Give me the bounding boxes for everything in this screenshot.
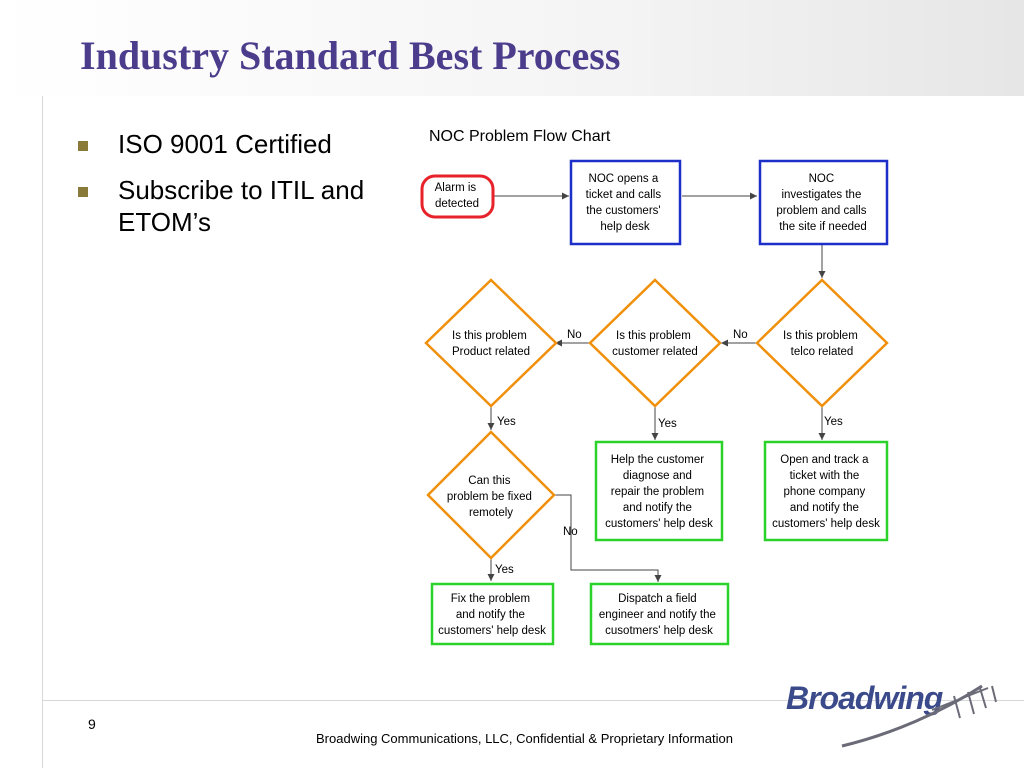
fix-problem-box bbox=[430, 582, 555, 646]
footer-text: Broadwing Communications, LLC, Confident… bbox=[316, 731, 733, 746]
open-track-label: Open and track a ticket with the phone c… bbox=[772, 454, 880, 530]
footer-divider bbox=[42, 700, 1024, 701]
edge-label-product-yes: Yes bbox=[497, 416, 516, 428]
q-product-label: Is this problem Product related bbox=[452, 330, 530, 358]
noc-opens-label: NOC opens a ticket and calls the custome… bbox=[586, 173, 665, 233]
q-customer-label: Is this problem customer related bbox=[612, 330, 698, 358]
decision-customer-related bbox=[588, 278, 722, 408]
broadwing-logo: Broadwing bbox=[782, 672, 1002, 756]
bullet-text: Subscribe to ITIL and ETOM’s bbox=[118, 175, 365, 237]
edge-label-remote-no: No bbox=[563, 526, 578, 538]
node-labels: Alarm is detected NOC opens a ticket and… bbox=[435, 173, 880, 637]
help-customer-label: Help the customer diagnose and repair th… bbox=[605, 454, 713, 530]
slide-title: Industry Standard Best Process bbox=[80, 33, 621, 78]
bullet-list: ISO 9001 Certified Subscribe to ITIL and… bbox=[76, 128, 406, 252]
header-band bbox=[0, 0, 1024, 96]
logo-wordmark: Broadwing bbox=[786, 680, 943, 716]
bullet-item: Subscribe to ITIL and ETOM’s bbox=[76, 174, 406, 238]
square-bullet-icon bbox=[78, 141, 88, 151]
decision-fixed-remotely bbox=[426, 430, 556, 560]
bullet-text: ISO 9001 Certified bbox=[118, 129, 332, 159]
edge-label-remote-yes: Yes bbox=[495, 564, 514, 576]
q-remote-label: Can this problem be fixed remotely bbox=[447, 475, 535, 519]
edge-label-telco-yes: Yes bbox=[824, 416, 843, 428]
edge-label-customer-yes: Yes bbox=[658, 418, 677, 430]
edge-remote-to-dispatch bbox=[554, 494, 662, 582]
q-telco-label: Is this problem telco related bbox=[783, 330, 861, 358]
flowchart-title: NOC Problem Flow Chart bbox=[429, 128, 611, 145]
dispatch-label: Dispatch a field engineer and notify the… bbox=[599, 593, 719, 637]
square-bullet-icon bbox=[78, 187, 88, 197]
logo-swoosh-icon bbox=[841, 684, 997, 748]
open-track-ticket-box bbox=[763, 440, 889, 542]
help-customer-box bbox=[594, 440, 724, 542]
left-divider bbox=[42, 96, 43, 768]
edge-label-customer-no: No bbox=[567, 329, 582, 341]
edge-labels: No No Yes Yes Yes No Yes bbox=[495, 329, 843, 576]
decision-telco-related bbox=[755, 278, 889, 408]
noc-opens-ticket-box bbox=[569, 159, 682, 246]
bullet-item: ISO 9001 Certified bbox=[76, 128, 406, 160]
page-number: 9 bbox=[88, 716, 96, 732]
noc-investigates-box bbox=[758, 159, 889, 246]
noc-investigates-label: NOC investigates the problem and calls t… bbox=[776, 173, 869, 233]
alarm-start-node bbox=[420, 174, 495, 219]
fix-problem-label: Fix the problem and notify the customers… bbox=[438, 593, 546, 637]
dispatch-engineer-box bbox=[589, 582, 730, 646]
decision-product-related bbox=[424, 278, 558, 408]
connectors bbox=[487, 192, 826, 582]
alarm-label: Alarm is detected bbox=[435, 182, 480, 210]
edge-label-telco-no: No bbox=[733, 329, 748, 341]
